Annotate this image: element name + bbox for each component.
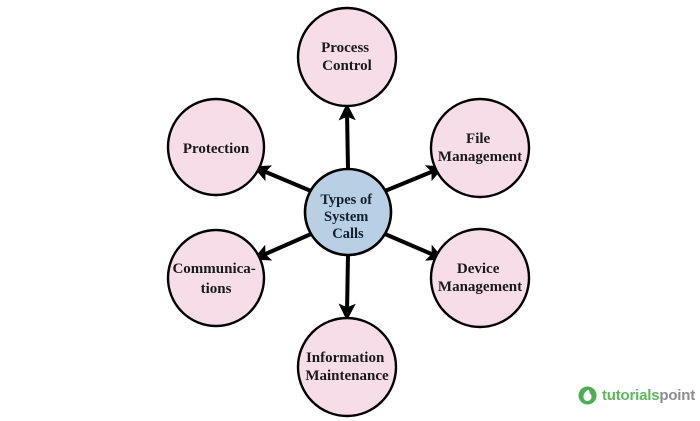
node-label-line: Process [321, 40, 369, 56]
watermark-text: tutorialspoint [602, 388, 695, 403]
tutorialspoint-watermark: tutorialspoint [578, 386, 695, 405]
node-label-line: Protection [183, 141, 250, 157]
node-label-line: File [466, 131, 490, 147]
node-circle-center[interactable] [303, 167, 393, 257]
connector-arrows [252, 103, 445, 321]
node-circle-device-management[interactable] [429, 227, 531, 329]
node-center-types-of-system-calls[interactable]: Types of System Calls [303, 167, 393, 257]
node-circle-communications[interactable] [166, 228, 266, 328]
node-circle-protection[interactable] [166, 97, 266, 197]
node-circle-process-control[interactable] [296, 6, 398, 108]
node-label-line: Management [438, 149, 522, 165]
node-communications[interactable]: Communica- tions [166, 228, 266, 328]
tutorialspoint-logo-icon [578, 386, 597, 405]
svg-text:Device Management: Device Management [438, 261, 522, 295]
arrow-to-device-management [384, 232, 445, 261]
node-file-management[interactable]: File Management [429, 97, 531, 199]
node-circle-information-maintenance[interactable] [296, 316, 398, 418]
center-label-line: Types of [320, 192, 372, 208]
arrow-to-communications [252, 232, 312, 261]
center-label-line: Calls [332, 226, 364, 242]
arrow-to-process-control [338, 103, 356, 170]
arrow-to-information-maintenance [338, 254, 356, 321]
svg-text:Communica- tions: Communica- tions [172, 261, 259, 297]
node-process-control[interactable]: Process Control [296, 6, 398, 108]
node-circle-file-management[interactable] [429, 97, 531, 199]
node-label-line: Control [322, 58, 372, 74]
node-label-line: Information [306, 350, 385, 366]
node-label-line: Communica- [172, 261, 255, 277]
node-protection[interactable]: Protection [166, 97, 266, 197]
svg-text:Information Maintenanc: Information Maintenance [305, 350, 389, 384]
svg-text:Process Control: Process Control [321, 40, 373, 74]
node-device-management[interactable]: Device Management [429, 227, 531, 329]
watermark-text-secondary: point [659, 387, 696, 404]
svg-text:Types of System: Types of System Calls [320, 192, 375, 242]
watermark-text-primary: tutorials [602, 387, 660, 404]
node-label-line: Maintenance [305, 368, 389, 384]
node-label-line: tions [201, 281, 232, 297]
svg-text:File Management: File Management [438, 131, 522, 165]
node-label-line: Device [457, 261, 500, 277]
arrow-to-protection [252, 165, 312, 193]
arrow-to-file-management [384, 165, 445, 193]
node-information-maintenance[interactable]: Information Maintenance [296, 316, 398, 418]
node-label-line: Management [438, 279, 522, 295]
svg-text:Protection: Protection [183, 141, 250, 157]
center-label-line: System [324, 209, 368, 225]
